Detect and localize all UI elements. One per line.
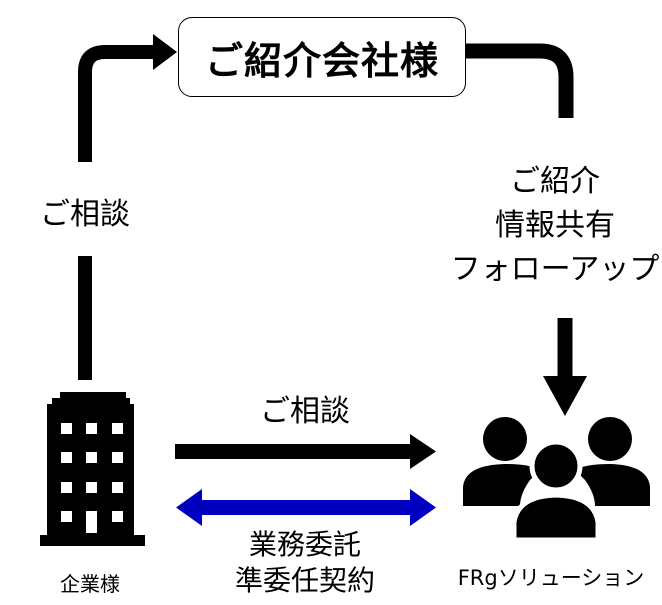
edge-label-company-to-frg: ご相談 — [260, 394, 350, 429]
arrow-company-to-introducer — [78, 34, 177, 380]
arrow-company-to-frg-shaft — [175, 444, 417, 459]
arrow-contract-head-left — [176, 489, 202, 526]
edge-label-introducer-to-frg: ご紹介 情報共有 フォローアップ — [450, 160, 660, 292]
building-icon — [40, 392, 145, 546]
arrow-introducer-to-frg-head — [543, 376, 587, 416]
arrow-introducer-to-frg — [466, 43, 587, 416]
arrow-company-to-frg — [175, 434, 436, 469]
introducer-node: ご紹介会社様 — [178, 17, 466, 97]
edge-label-line: 準委任契約 — [234, 564, 375, 597]
edge-label-line: フォローアップ — [450, 252, 660, 287]
frg-node-label: FRgソリューション — [457, 566, 645, 590]
edge-label-line: 業務委託 — [248, 528, 361, 561]
arrow-contract-bidirectional — [176, 489, 436, 526]
arrow-contract-shaft — [196, 500, 416, 515]
introducer-node-label: ご紹介会社様 — [204, 38, 439, 83]
edge-label-line: ご紹介 — [510, 164, 600, 199]
people-group-icon — [463, 417, 650, 543]
arrow-company-to-introducer-head — [153, 34, 177, 70]
edge-label-company-to-introducer: ご相談 — [40, 197, 130, 232]
arrow-contract-head-right — [410, 489, 436, 526]
company-node-label: 企業様 — [60, 572, 120, 596]
edge-label-contract: 業務委託 準委任契約 — [200, 527, 410, 599]
arrow-introducer-to-frg-shaft-upper — [466, 43, 574, 118]
edge-label-line: 情報共有 — [495, 208, 615, 243]
arrow-company-to-introducer-shaft-upper — [78, 45, 158, 162]
arrow-company-to-frg-head — [410, 434, 436, 469]
